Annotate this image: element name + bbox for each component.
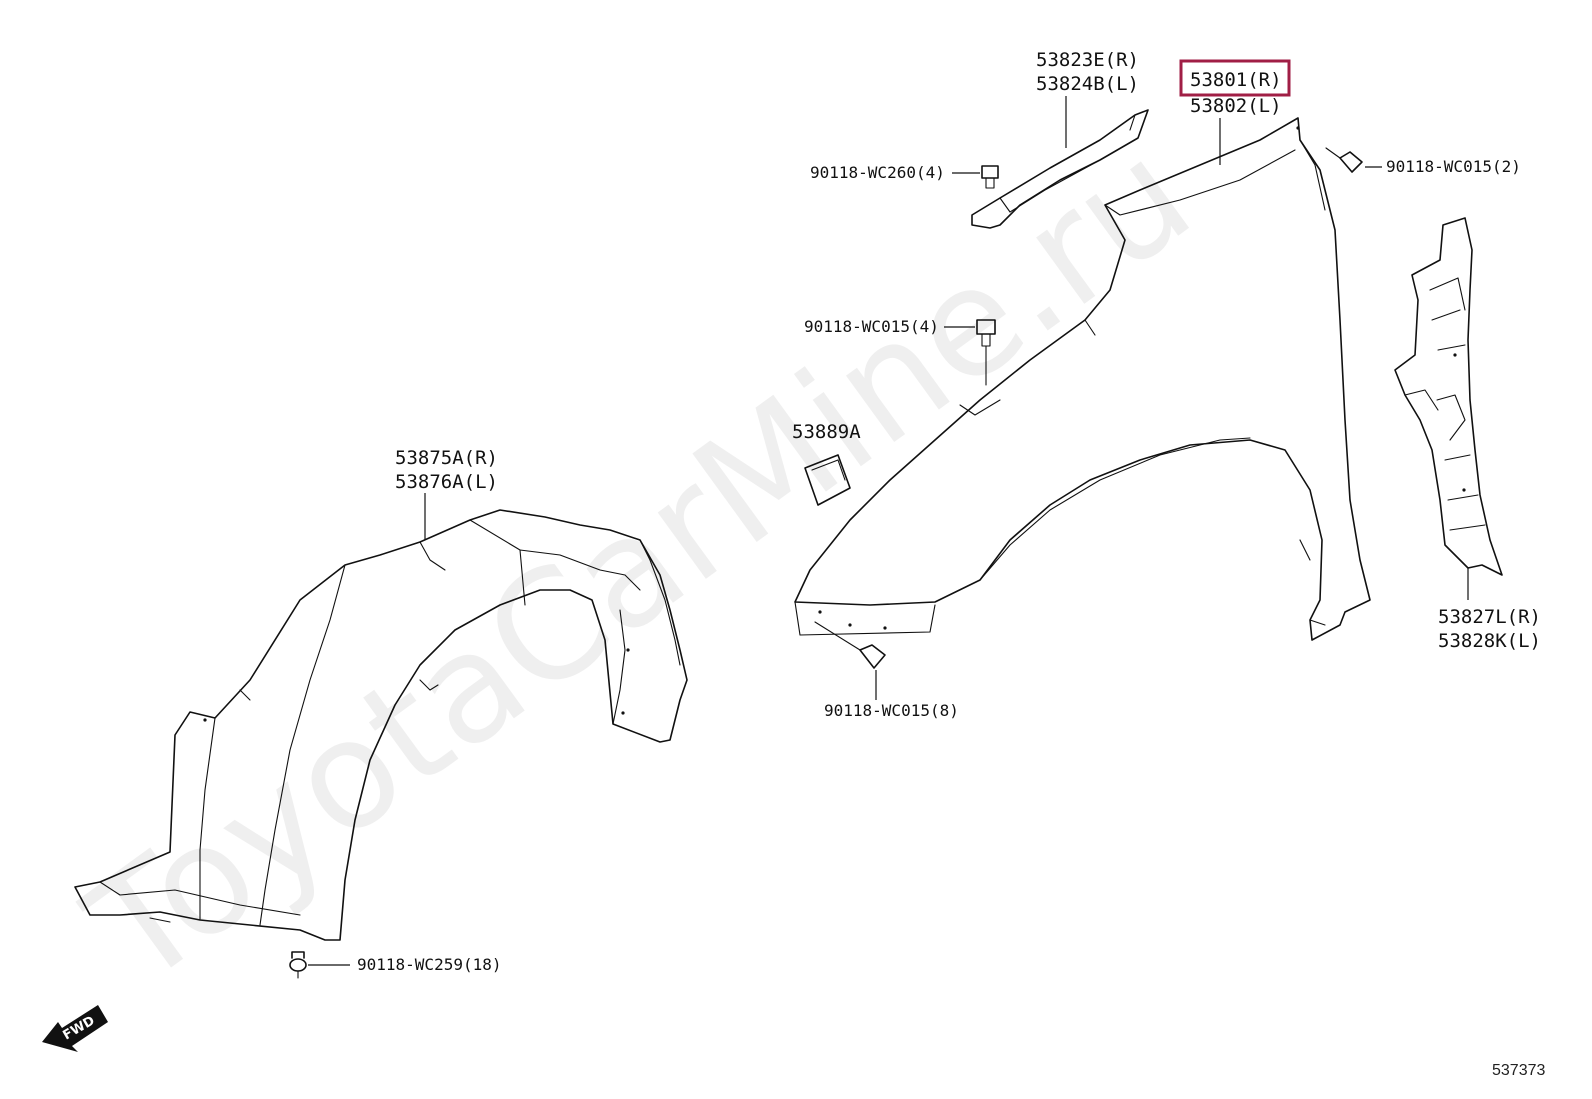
fender-liner[interactable] [74, 509, 688, 941]
label-seal-l: 53824B(L) [1036, 73, 1139, 95]
bolt-wc015-8-icon[interactable] [814, 621, 886, 669]
bolt-wc260-icon[interactable] [981, 165, 999, 189]
bolt-wc015-4-icon[interactable] [976, 319, 996, 386]
bolt-wc015-2-icon[interactable] [1325, 147, 1363, 173]
label-fender-r: 53801(R) [1190, 69, 1282, 91]
label-bolt-wc260: 90118-WC260(4) [810, 163, 945, 182]
label-apron-l: 53828K(L) [1438, 630, 1541, 652]
fender-pad[interactable] [804, 454, 851, 506]
clip-wc259-icon[interactable] [289, 951, 307, 979]
fwd-arrow-icon: FWD [42, 1005, 108, 1052]
label-bolt-wc015-8: 90118-WC015(8) [824, 701, 959, 720]
label-clip-wc259: 90118-WC259(18) [357, 955, 502, 974]
fender-seal[interactable] [971, 109, 1149, 229]
label-liner-r: 53875A(R) [395, 447, 498, 469]
highlight-box [1179, 59, 1291, 97]
label-liner-l: 53876A(L) [395, 471, 498, 493]
label-pad: 53889A [792, 421, 861, 443]
label-bolt-wc015-4: 90118-WC015(4) [804, 317, 939, 336]
label-fender-l: 53802(L) [1190, 95, 1282, 117]
figure-id: 537373 [1492, 1062, 1545, 1079]
label-bolt-wc015-2: 90118-WC015(2) [1386, 157, 1521, 176]
label-seal-r: 53823E(R) [1036, 49, 1139, 71]
fender-apron[interactable] [1394, 217, 1503, 576]
label-apron-r: 53827L(R) [1438, 606, 1541, 628]
front-fender[interactable] [794, 117, 1371, 641]
watermark: ToyotaCarMine.ru [58, 108, 1221, 1020]
